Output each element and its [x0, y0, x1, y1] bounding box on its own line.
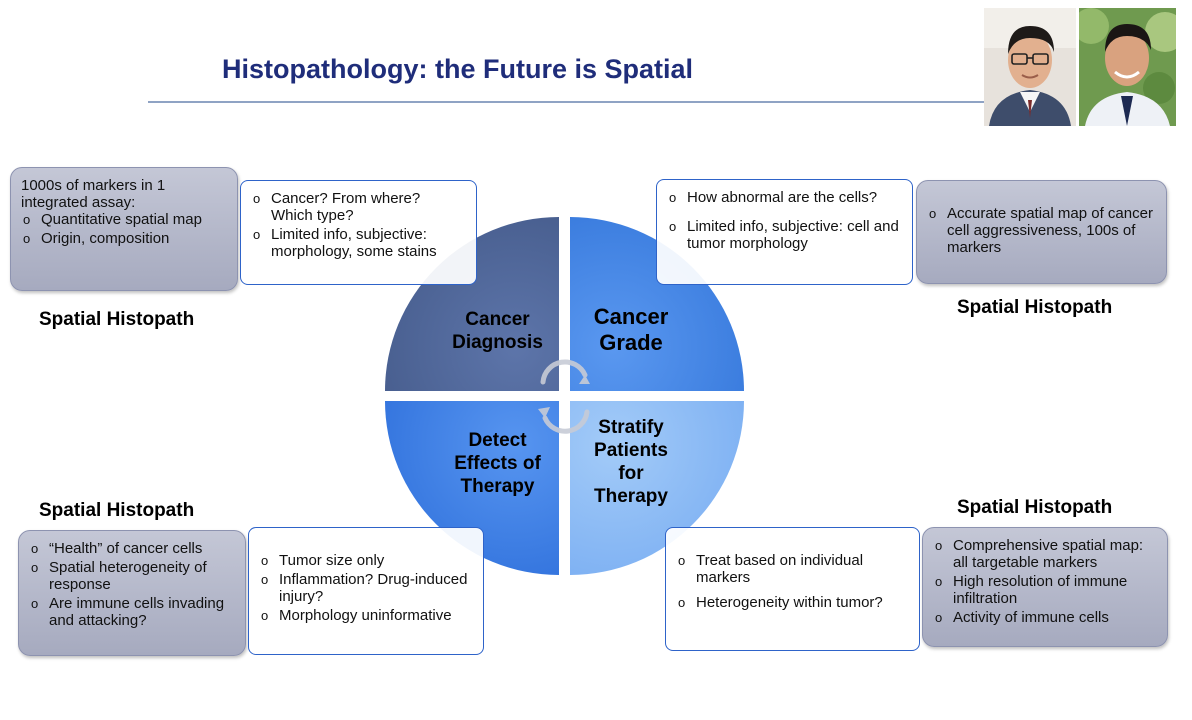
list-item: Comprehensive spatial map: all targetabl…	[933, 537, 1157, 571]
cycle-arrows-icon	[538, 359, 590, 434]
portrait-photo-left	[984, 8, 1076, 126]
box-lead-text: 1000s of markers in 1 integrated assay:	[21, 177, 166, 211]
list-item: Origin, composition	[21, 230, 227, 247]
box-therapy-effects-spatial: “Health” of cancer cells Spatial heterog…	[18, 530, 246, 656]
spatial-histopath-label-top-right: Spatial Histopath	[957, 297, 1113, 318]
list-item: Cancer? From where? Which type?	[251, 190, 466, 224]
quadrant-detect-effects	[385, 401, 559, 575]
box-stratify-spatial: Comprehensive spatial map: all targetabl…	[922, 527, 1168, 647]
list-item: Heterogeneity within tumor?	[676, 594, 909, 611]
list-item: Inflammation? Drug-induced injury?	[259, 571, 473, 605]
quadrant-label-detect-effects: Detect Effects of Therapy	[454, 430, 541, 497]
slide-title: Histopathology: the Future is Spatial	[222, 54, 694, 84]
quadrant-cancer-grade	[570, 217, 744, 391]
list-item: Activity of immune cells	[933, 609, 1157, 626]
list-item: Spatial heterogeneity of response	[29, 559, 235, 593]
box-diagnosis-spatial: 1000s of markers in 1 integrated assay: …	[10, 167, 238, 291]
box-therapy-effects-current: Tumor size only Inflammation? Drug-induc…	[248, 527, 484, 655]
list-item: “Health” of cancer cells	[29, 540, 235, 557]
list-item: How abnormal are the cells?	[667, 189, 902, 206]
list-item: Treat based on individual markers	[676, 552, 909, 586]
box-stratify-current: Treat based on individual markers Hetero…	[665, 527, 920, 651]
list-item: Are immune cells invading and attacking?	[29, 595, 235, 629]
list-item: Tumor size only	[259, 552, 473, 569]
portrait-photo-man-glasses-icon	[984, 8, 1076, 126]
list-item: Morphology uninformative	[259, 607, 473, 624]
quadrant-stratify-patients	[570, 401, 744, 575]
list-item: Accurate spatial map of cancer cell aggr…	[927, 205, 1156, 256]
box-grade-spatial: Accurate spatial map of cancer cell aggr…	[916, 180, 1167, 284]
quadrant-cancer-diagnosis	[385, 217, 559, 391]
list-item: Limited info, subjective: cell and tumor…	[667, 218, 902, 252]
spatial-histopath-label-top-left: Spatial Histopath	[39, 309, 195, 330]
spatial-histopath-label-bottom-right: Spatial Histopath	[957, 497, 1113, 518]
spatial-histopath-label-bottom-left: Spatial Histopath	[39, 500, 195, 521]
box-diagnosis-current: Cancer? From where? Which type? Limited …	[240, 180, 477, 285]
portrait-photo-right	[1079, 8, 1176, 126]
list-item: Quantitative spatial map	[21, 211, 227, 228]
box-grade-current: How abnormal are the cells? Limited info…	[656, 179, 913, 285]
quadrant-label-cancer-diagnosis: Cancer Diagnosis	[452, 309, 543, 353]
portrait-photo-man-outdoors-icon	[1079, 8, 1176, 126]
quadrant-label-stratify-patients: Stratify Patients for Therapy	[594, 417, 668, 507]
title-divider	[148, 101, 988, 103]
quadrant-label-cancer-grade: Cancer Grade	[593, 304, 669, 355]
list-item: High resolution of immune infiltration	[933, 573, 1157, 607]
list-item: Limited info, subjective: morphology, so…	[251, 226, 466, 260]
